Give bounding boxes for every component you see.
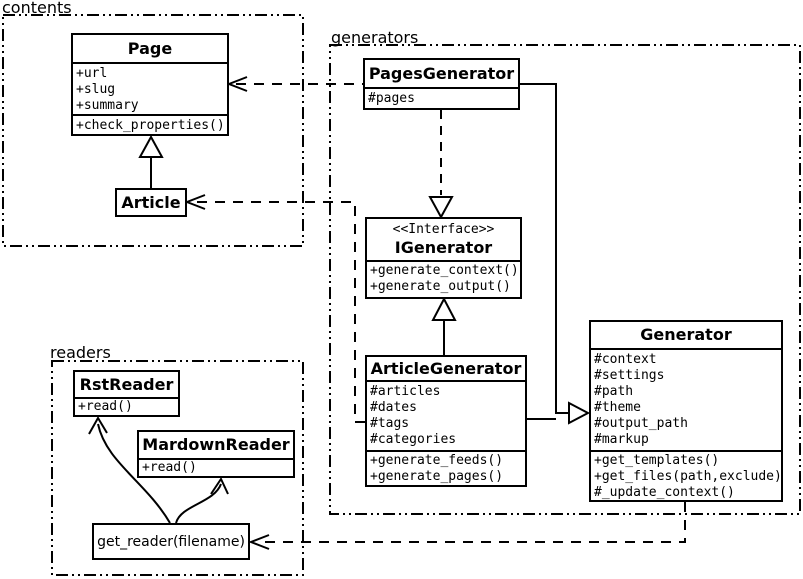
get-reader-label: get_reader(filename) [97,533,245,550]
dependency-generator-to-getreader [248,502,686,550]
class-name-articlegenerator: ArticleGenerator [370,359,522,378]
class-box-page: Page +url +slug +summary +check_properti… [71,33,229,136]
dependency-pagesgenerator-to-page [226,76,363,92]
class-name-article: Article [121,193,181,212]
class-method: +read() [142,460,197,475]
methods-compartment: +get_templates() +get_files(path,exclude… [591,450,781,500]
methods-compartment: +generate_feeds() +generate_pages() [367,450,525,485]
class-attribute: +summary [76,98,139,113]
class-box-articlegenerator: ArticleGenerator #articles #dates #tags … [365,355,527,487]
realization-pagesgenerator-to-igenerator [428,110,454,220]
attributes-compartment: +url +slug +summary [73,62,227,114]
class-attribute: #theme [594,400,641,415]
class-box-rstreader: RstReader +read() [73,370,180,417]
class-attribute: #tags [370,416,410,431]
package-label-generators: generators [331,28,419,47]
class-method: +check_properties() [76,118,225,133]
class-method: +generate_output() [370,279,511,294]
arrow-getreader-to-rstreader [88,416,171,524]
class-name-pagesgenerator: PagesGenerator [368,64,515,83]
class-method: #_update_context() [594,485,735,500]
class-attribute: +slug [76,82,116,97]
class-attribute: #settings [594,368,665,383]
class-name-rstreader: RstReader [79,375,174,394]
class-name-generator: Generator [640,325,732,344]
class-attribute: +url [76,66,108,81]
dependency-articlegenerator-to-article [184,194,365,423]
stereotype-label: <<Interface>> [392,222,495,237]
class-method: +generate_context() [370,263,519,278]
interface-title: <<Interface>> IGenerator [367,219,520,260]
generalization-article-to-page [138,134,164,188]
class-attribute: #context [594,352,657,367]
methods-compartment: +generate_context() +generate_output() [367,260,520,297]
class-attribute: #markup [594,432,649,447]
package-border-contents [2,14,304,247]
class-method: +read() [78,399,133,414]
class-attribute: #categories [370,432,457,447]
methods-compartment: +read() [75,397,178,415]
package-border-readers [51,360,304,576]
methods-compartment: +read() [139,458,293,476]
package-border-generators [329,44,801,515]
class-box-mardownreader: MardownReader +read() [137,430,295,478]
class-name-igenerator: IGenerator [394,238,493,257]
generalization-to-generator [520,83,591,425]
class-attribute: #pages [368,91,415,106]
class-name-page: Page [127,39,173,58]
generalization-articlegenerator-to-igenerator [431,296,457,355]
class-attribute: #articles [370,384,441,399]
class-box-article: Article [115,188,187,217]
class-name-mardownreader: MardownReader [142,435,290,454]
class-method: +get_templates() [594,453,720,468]
attributes-compartment: #pages [365,87,518,108]
class-attribute: #dates [370,400,417,415]
class-box-pagesgenerator: PagesGenerator #pages [363,58,520,110]
attributes-compartment: #articles #dates #tags #categories [367,380,525,450]
package-label-contents: contents [2,0,72,17]
class-box-igenerator: <<Interface>> IGenerator +generate_conte… [365,217,522,299]
arrow-getreader-to-mardownreader [175,476,229,524]
class-attribute: #output_path [594,416,688,431]
package-label-readers: readers [50,343,111,362]
class-method: +get_files(path,exclude) [594,469,781,484]
methods-compartment: +check_properties() [73,114,227,134]
class-method: +generate_feeds() [370,453,504,468]
function-box-get-reader: get_reader(filename) [92,523,250,560]
class-box-generator: Generator #context #settings #path #them… [589,320,783,502]
class-attribute: #path [594,384,634,399]
attributes-compartment: #context #settings #path #theme #output_… [591,348,781,450]
class-method: +generate_pages() [370,469,504,484]
